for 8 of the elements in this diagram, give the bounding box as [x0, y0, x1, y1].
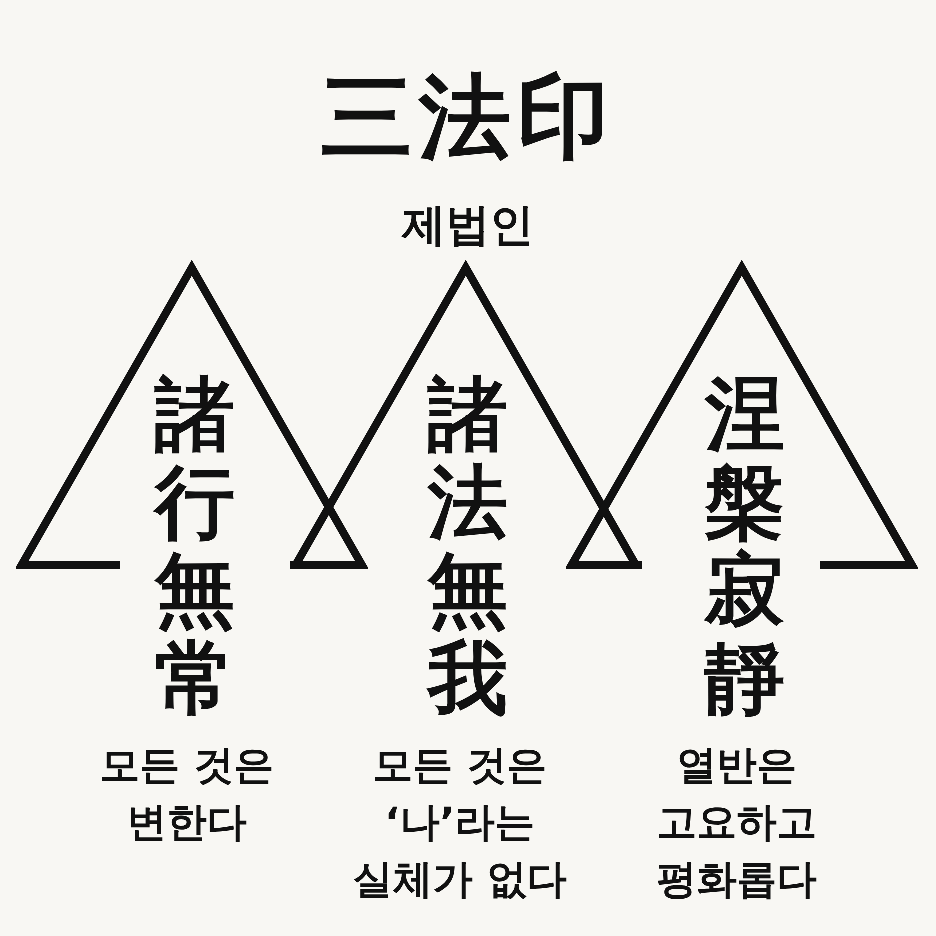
vertical-text: 涅槃寂靜 [703, 370, 786, 722]
vertical-text: 諸行無常 [153, 370, 236, 722]
subtitle: 제법인 [400, 199, 535, 253]
caption-text: 모든 것은 변한다 [99, 742, 275, 848]
vertical-text: 諸法無我 [426, 370, 509, 722]
caption-text: 열반은 고요하고 평화롭다 [656, 742, 818, 905]
caption-text: 모든 것은 ‘나’라는 실체가 없다 [352, 742, 568, 905]
title: 三法印 [320, 62, 616, 172]
